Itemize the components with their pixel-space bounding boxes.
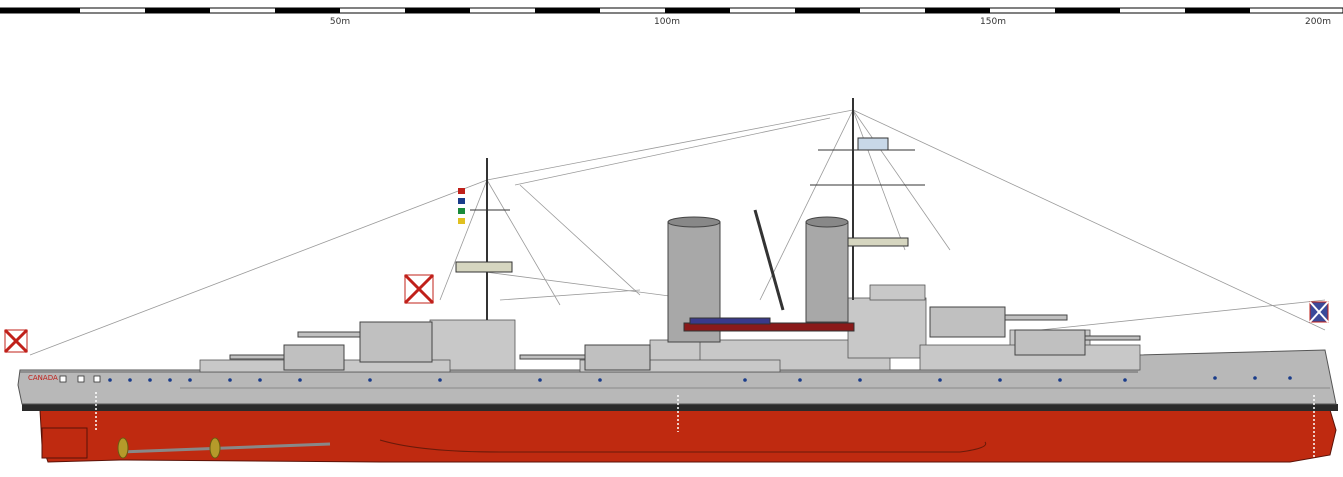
scale-bar-segments (0, 8, 1250, 13)
funnel-cap (667, 216, 721, 228)
gun-barrel (1004, 314, 1068, 321)
propeller-shaft (119, 442, 331, 454)
funnel-cap (805, 216, 849, 228)
scale-bar: 50m 100m 150m 200m (0, 7, 1343, 27)
signal-flag-icon (458, 218, 465, 224)
gun-barrel (229, 354, 285, 360)
propeller-icon (209, 437, 221, 459)
signal-flag-icon (458, 188, 465, 194)
scale-tick-label-50m: 50m (330, 17, 350, 27)
stern-windows (59, 375, 101, 383)
rudder (41, 427, 88, 459)
draft-marks (95, 392, 1315, 460)
masts (470, 98, 925, 320)
tops (455, 137, 909, 273)
flags (3, 188, 1329, 354)
propeller-icon (117, 437, 129, 459)
turret-y (1014, 329, 1086, 356)
keel-line (379, 439, 987, 453)
hull-name-label: CANADA (28, 374, 58, 382)
main-turrets (229, 306, 1141, 371)
turret-b (283, 344, 345, 371)
gun-barrel (297, 331, 361, 338)
scale-tick-label-100m: 100m (654, 17, 680, 27)
scale-tick-label-150m: 150m (980, 17, 1006, 27)
gun-barrel (1084, 335, 1141, 341)
turret-x (929, 306, 1006, 338)
signal-flag-icon (458, 208, 465, 214)
propellers (41, 427, 331, 459)
gun-barrel (519, 354, 586, 360)
signal-flag-icon (458, 198, 465, 204)
boot-topping (22, 404, 1338, 411)
scale-tick-label-200m: 200m (1305, 17, 1331, 27)
portholes (108, 376, 1292, 382)
aft-funnel (805, 221, 849, 323)
crane (753, 209, 785, 311)
turret-a (359, 321, 433, 363)
turret-q (584, 344, 651, 371)
hull-underwater (39, 409, 1337, 463)
rigging (29, 109, 1326, 356)
ships-boats (683, 317, 855, 332)
